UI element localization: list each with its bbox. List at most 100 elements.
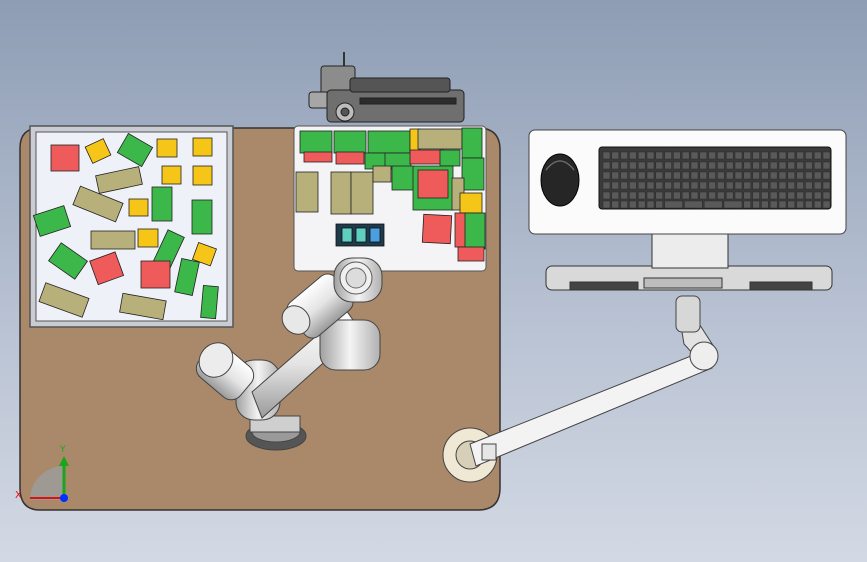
key <box>787 171 796 180</box>
key <box>699 191 708 200</box>
key <box>620 171 628 180</box>
key <box>629 181 637 190</box>
key <box>725 171 734 180</box>
key <box>761 181 769 190</box>
key <box>602 151 611 160</box>
key <box>796 171 804 180</box>
key <box>664 151 672 160</box>
key <box>734 171 743 180</box>
key <box>681 171 690 180</box>
key <box>822 151 831 160</box>
part-khaki <box>90 230 136 250</box>
key <box>664 171 672 180</box>
key <box>752 151 760 160</box>
key <box>796 161 804 170</box>
key <box>743 200 752 209</box>
key <box>743 181 752 190</box>
keyboard-tray <box>545 231 833 291</box>
key <box>787 200 796 209</box>
key <box>699 171 708 180</box>
key <box>822 171 831 180</box>
key <box>743 151 752 160</box>
mouse-icon <box>540 153 580 207</box>
part-khaki <box>95 166 143 194</box>
key <box>646 181 655 190</box>
key <box>805 191 813 200</box>
key <box>822 181 831 190</box>
key <box>602 200 611 209</box>
key <box>822 161 831 170</box>
part-yellow <box>156 138 178 158</box>
part-green <box>48 242 88 280</box>
key <box>743 161 752 170</box>
part-khaki <box>72 185 124 223</box>
key <box>708 181 716 190</box>
key <box>681 161 690 170</box>
key <box>805 181 813 190</box>
key <box>637 161 646 170</box>
key <box>699 151 708 160</box>
key <box>646 161 655 170</box>
key <box>717 191 725 200</box>
key <box>629 191 637 200</box>
key <box>787 161 796 170</box>
key <box>655 200 664 209</box>
part-green <box>32 205 72 237</box>
key <box>743 171 752 180</box>
key <box>620 161 628 170</box>
key <box>655 181 664 190</box>
key <box>690 161 699 170</box>
key <box>778 171 787 180</box>
part-yellow <box>137 228 159 248</box>
key <box>646 171 655 180</box>
part-yellow <box>192 165 213 186</box>
key <box>822 200 831 209</box>
part-yellow <box>84 138 112 164</box>
part-red <box>50 144 80 172</box>
key <box>629 200 637 209</box>
key <box>690 151 699 160</box>
key <box>725 181 734 190</box>
gripper <box>335 223 385 247</box>
part-red <box>140 260 171 289</box>
key <box>602 191 611 200</box>
key <box>769 151 778 160</box>
key <box>664 181 672 190</box>
key <box>805 151 813 160</box>
robot-arm-icon <box>195 257 383 451</box>
key <box>708 151 716 160</box>
key <box>734 161 743 170</box>
key <box>673 151 681 160</box>
key <box>734 181 743 190</box>
key <box>681 151 690 160</box>
part-green <box>174 258 200 296</box>
key <box>769 200 778 209</box>
y-axis-label: Y <box>59 445 66 455</box>
key <box>611 161 620 170</box>
key <box>681 181 690 190</box>
key <box>813 171 822 180</box>
key <box>725 151 734 160</box>
key <box>637 200 646 209</box>
key <box>717 181 725 190</box>
key <box>646 151 655 160</box>
key <box>723 200 743 209</box>
key <box>813 200 822 209</box>
parts-bin <box>29 125 234 328</box>
key <box>646 200 655 209</box>
part-green <box>151 186 173 222</box>
x-axis-label: X <box>15 490 22 501</box>
keyboard-icon <box>598 146 832 210</box>
key <box>602 161 611 170</box>
key <box>761 161 769 170</box>
key <box>769 161 778 170</box>
key <box>734 191 743 200</box>
key <box>703 200 723 209</box>
monitor-arm-icon <box>442 295 719 483</box>
key <box>646 191 655 200</box>
key <box>611 191 620 200</box>
key <box>752 171 760 180</box>
key <box>796 200 804 209</box>
key <box>805 161 813 170</box>
